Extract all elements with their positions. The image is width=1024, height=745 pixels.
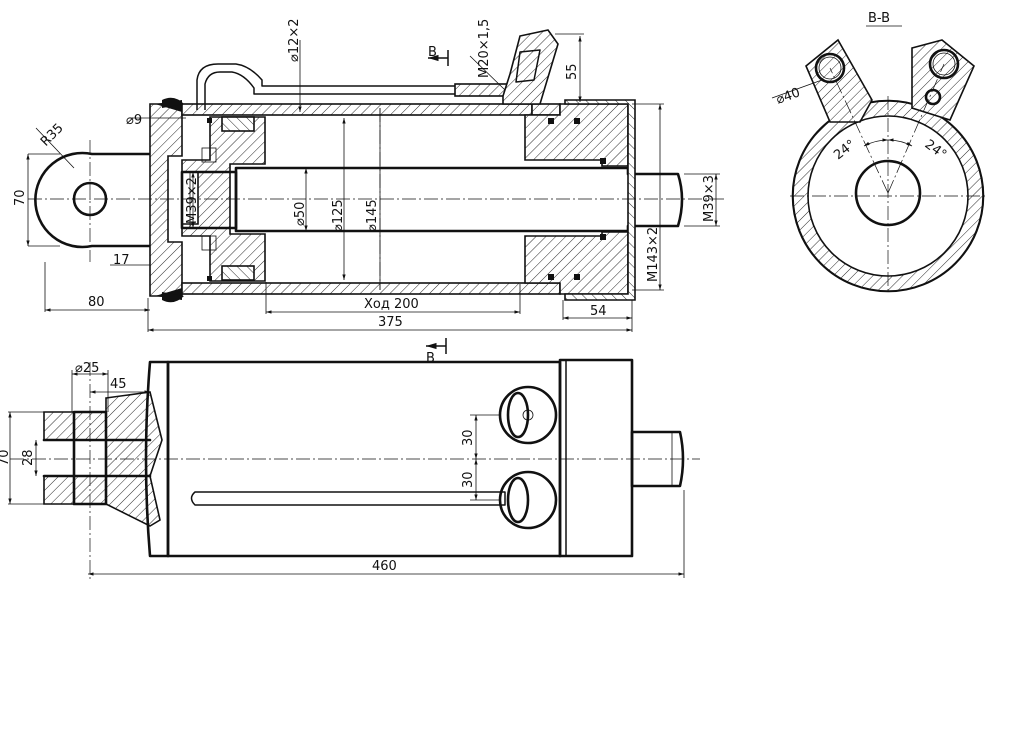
section-marker-bottom-label: B <box>426 351 435 366</box>
dim-pin-dia: ⌀25 <box>75 361 99 376</box>
dim-stroke: Ход 200 <box>364 297 419 312</box>
dim-gland-length: 54 <box>590 304 607 319</box>
section-marker-top: B <box>428 45 449 66</box>
ports-plan <box>190 385 558 530</box>
dim-rod-thread: M39×3 <box>702 175 717 222</box>
section-marker-top-label: B <box>428 45 437 60</box>
dim-port-boss-dia: ⌀40 <box>774 85 802 107</box>
dim-end-gap: 17 <box>113 253 130 268</box>
port-boss <box>502 29 559 105</box>
dim-port-spacing-1: 30 <box>461 429 476 446</box>
piston <box>181 116 266 282</box>
dim-body-length: 375 <box>378 315 403 330</box>
dim-rod-end-thread: M39×2 <box>185 177 200 224</box>
dim-gland-thread: M143×2 <box>646 227 661 282</box>
gland <box>524 99 636 301</box>
dim-rod-dia: ⌀50 <box>293 202 308 226</box>
dim-piston-dia: ⌀125 <box>331 199 346 232</box>
dim-eye-height: 70 <box>13 189 28 206</box>
section-marker-bottom: B <box>426 338 447 366</box>
dim-overall-length: 460 <box>372 559 397 574</box>
piston-rod <box>180 166 684 233</box>
dim-eye-offset: 80 <box>88 295 105 310</box>
dim-angle-left: 24° <box>831 137 858 163</box>
dim-port-thread: M20×1,5 <box>477 19 492 78</box>
cylinder-body-plan <box>144 358 685 558</box>
plan-view: B ⌀25 45 70 28 30 30 460 <box>0 338 700 580</box>
rod-eye <box>34 151 152 249</box>
section-view: B R35 70 80 17 <box>13 18 725 332</box>
rear-end-cap <box>149 97 184 303</box>
dim-fork-depth: 45 <box>110 377 127 392</box>
dim-radius-eye: R35 <box>38 121 67 150</box>
dim-tube-dia: ⌀12×2 <box>287 18 302 62</box>
dim-port-spacing-2: 30 <box>461 471 476 488</box>
oil-tube <box>196 63 511 110</box>
dim-bore-small: ⌀9 <box>126 113 142 128</box>
dim-cyl-dia: ⌀145 <box>365 199 380 232</box>
dim-port-height: 55 <box>565 63 580 80</box>
section-label: B-B <box>868 11 890 26</box>
section-b-b: B-B ⌀40 24° 24° <box>771 11 986 293</box>
dim-fork-height: 70 <box>0 449 12 466</box>
dim-fork-slot: 28 <box>21 449 36 466</box>
